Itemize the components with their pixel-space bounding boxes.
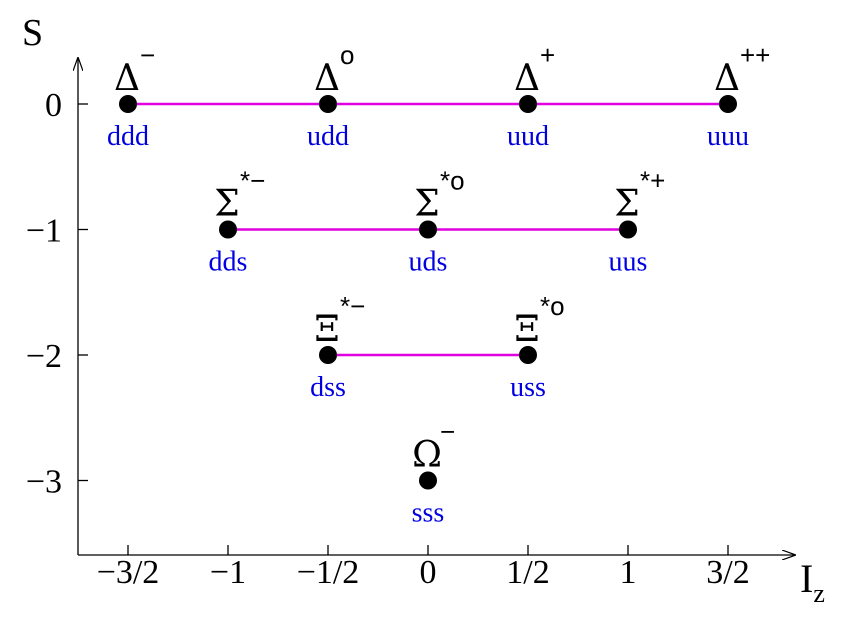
quark-content-label: udd [307,121,349,152]
x-tick-label: 1 [620,554,637,591]
x-axis-label-subscript: z [813,579,825,608]
y-ticks: 0 −1 −2 −3 [26,87,88,501]
particle-point [119,95,137,113]
y-tick-label: −1 [26,213,62,250]
x-tick-label: 3/2 [706,554,749,591]
quark-content-label: uss [510,372,546,403]
particles: Δ−dddΔouddΔ+uudΔ++uuuΣ*−ddsΣ*oudsΣ*+uusΞ… [107,40,770,529]
x-ticks: −3/2 −1 −1/2 0 1/2 1 3/2 [97,545,750,591]
particle-charge: *− [240,166,265,196]
particle-point [219,220,237,239]
x-tick-label: 1/2 [506,554,549,591]
y-tick-label: −3 [26,464,62,501]
axes [78,58,795,555]
x-tick-label: 0 [420,554,437,591]
particle-point [519,95,537,113]
particle-charge: − [140,40,155,70]
particle-charge: *o [540,291,565,321]
particle-charge: ++ [740,40,770,70]
particle: Σ*o uds [409,166,465,278]
particle-charge: *o [440,166,465,196]
quark-content-label: uuu [707,121,749,152]
particle-symbol: Σ [614,184,639,225]
particle-point [419,471,437,490]
particle-symbol: Σ [214,184,239,225]
x-tick-label: −1/2 [297,554,360,591]
y-axis-label: S [22,12,43,54]
x-tick-label: −1 [210,554,246,591]
particle: Δo udd [307,40,354,152]
particle-symbol: Δ [314,58,340,99]
particle-charge: *+ [640,166,665,196]
particle: Ω− sss [412,417,456,529]
particle-charge: *− [340,291,365,321]
particle-symbol: Ξ [514,309,539,350]
y-tick-label: 0 [45,87,62,124]
quark-content-label: dds [209,247,248,278]
particle-point [419,220,437,239]
particle-symbol: Σ [414,184,439,225]
quark-content-label: uds [409,247,448,278]
x-axis-label-main: I [800,556,813,601]
quark-content-label: uud [507,121,549,152]
particle-symbol: Δ [114,58,140,99]
particle-charge: − [440,417,455,447]
particle-symbol: Ξ [314,309,339,350]
particle-point [719,95,737,113]
particle-point [319,95,337,113]
particle-charge: + [540,40,555,70]
particle-symbol: Ω [412,435,442,476]
particle: Σ*− dds [209,166,266,278]
particle: Δ+ uud [507,40,555,152]
particle-symbol: Δ [714,58,740,99]
quark-content-label: uus [609,247,648,278]
quark-content-label: dss [310,372,346,403]
x-tick-label: −3/2 [97,554,160,591]
particle-point [619,220,637,239]
particle-charge: o [340,40,354,70]
quark-content-label: sss [412,498,445,529]
particle: Δ− ddd [107,40,155,152]
particle: Ξ*o uss [510,291,564,403]
quark-content-label: ddd [107,121,149,152]
particle-point [519,346,537,364]
particle-symbol: Δ [514,58,540,99]
y-tick-label: −2 [26,338,62,375]
particle-point [319,346,337,364]
particle: Δ++ uuu [707,40,770,152]
particle: Ξ*− dss [310,291,365,403]
particle: Σ*+ uus [609,166,666,278]
x-axis-label: Iz [800,556,825,608]
